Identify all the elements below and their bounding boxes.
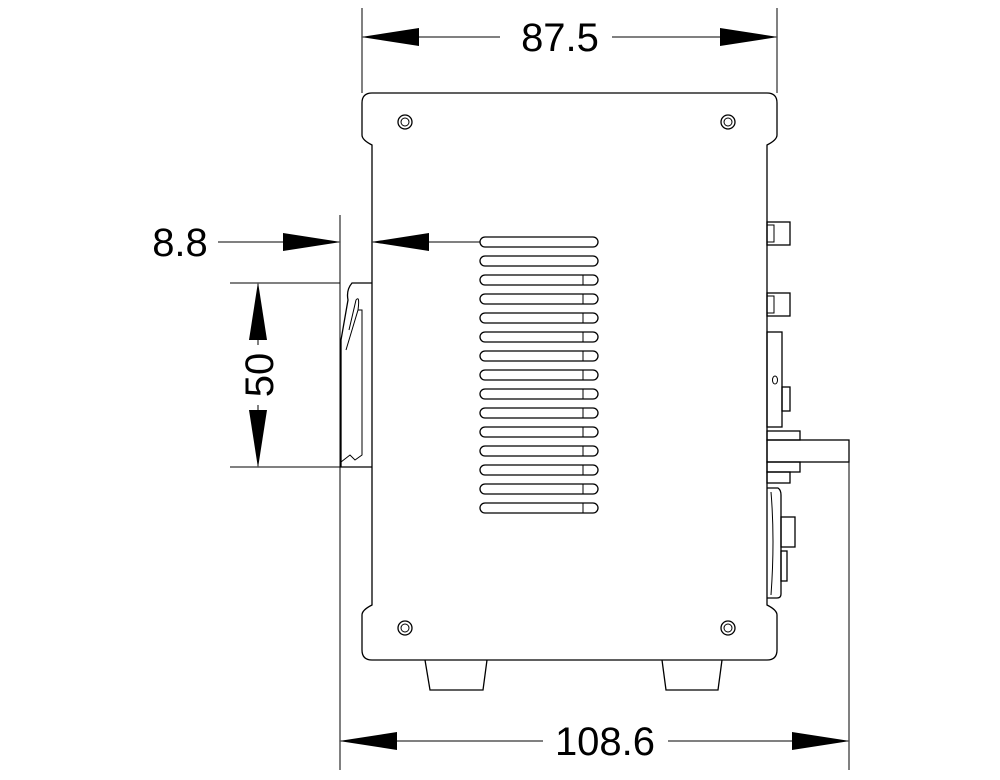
vent-slot xyxy=(479,331,599,343)
screw-icon xyxy=(397,620,413,636)
dimension-label: 50 xyxy=(238,353,282,398)
dimension-width-top: 87.5 xyxy=(361,8,778,93)
dimension-label: 108.6 xyxy=(555,720,655,764)
foot-left xyxy=(424,659,488,691)
screw-holes xyxy=(397,114,736,636)
vent-slot xyxy=(479,483,599,495)
din-rail-clip xyxy=(340,282,372,468)
dimension-width-total: 108.6 xyxy=(339,440,850,770)
vent-slot xyxy=(479,426,599,438)
vent-slot xyxy=(479,350,599,362)
vent-slot xyxy=(479,388,599,400)
vent-slot xyxy=(479,369,599,381)
terminal-bar xyxy=(766,439,850,463)
vent-slot xyxy=(479,502,599,514)
screw-icon xyxy=(397,114,413,130)
vent-slot xyxy=(479,274,599,286)
screw-icon xyxy=(720,114,736,130)
vent-slot xyxy=(479,464,599,476)
dimension-rail-height: 50 xyxy=(230,282,340,468)
vent-slot xyxy=(479,312,599,324)
vent-slot xyxy=(479,445,599,457)
dimension-rail-offset: 8.8 xyxy=(152,215,480,770)
dimension-label: 8.8 xyxy=(152,221,208,265)
vent-slot xyxy=(479,407,599,419)
vent-slot xyxy=(479,236,599,248)
housing-outline xyxy=(361,92,778,661)
vent-slot xyxy=(479,293,599,305)
vent-slot xyxy=(479,255,599,267)
dimension-label: 87.5 xyxy=(521,16,599,60)
vent-slots xyxy=(479,236,599,514)
foot-right xyxy=(661,659,723,691)
screw-icon xyxy=(720,620,736,636)
side-connectors xyxy=(766,221,850,599)
